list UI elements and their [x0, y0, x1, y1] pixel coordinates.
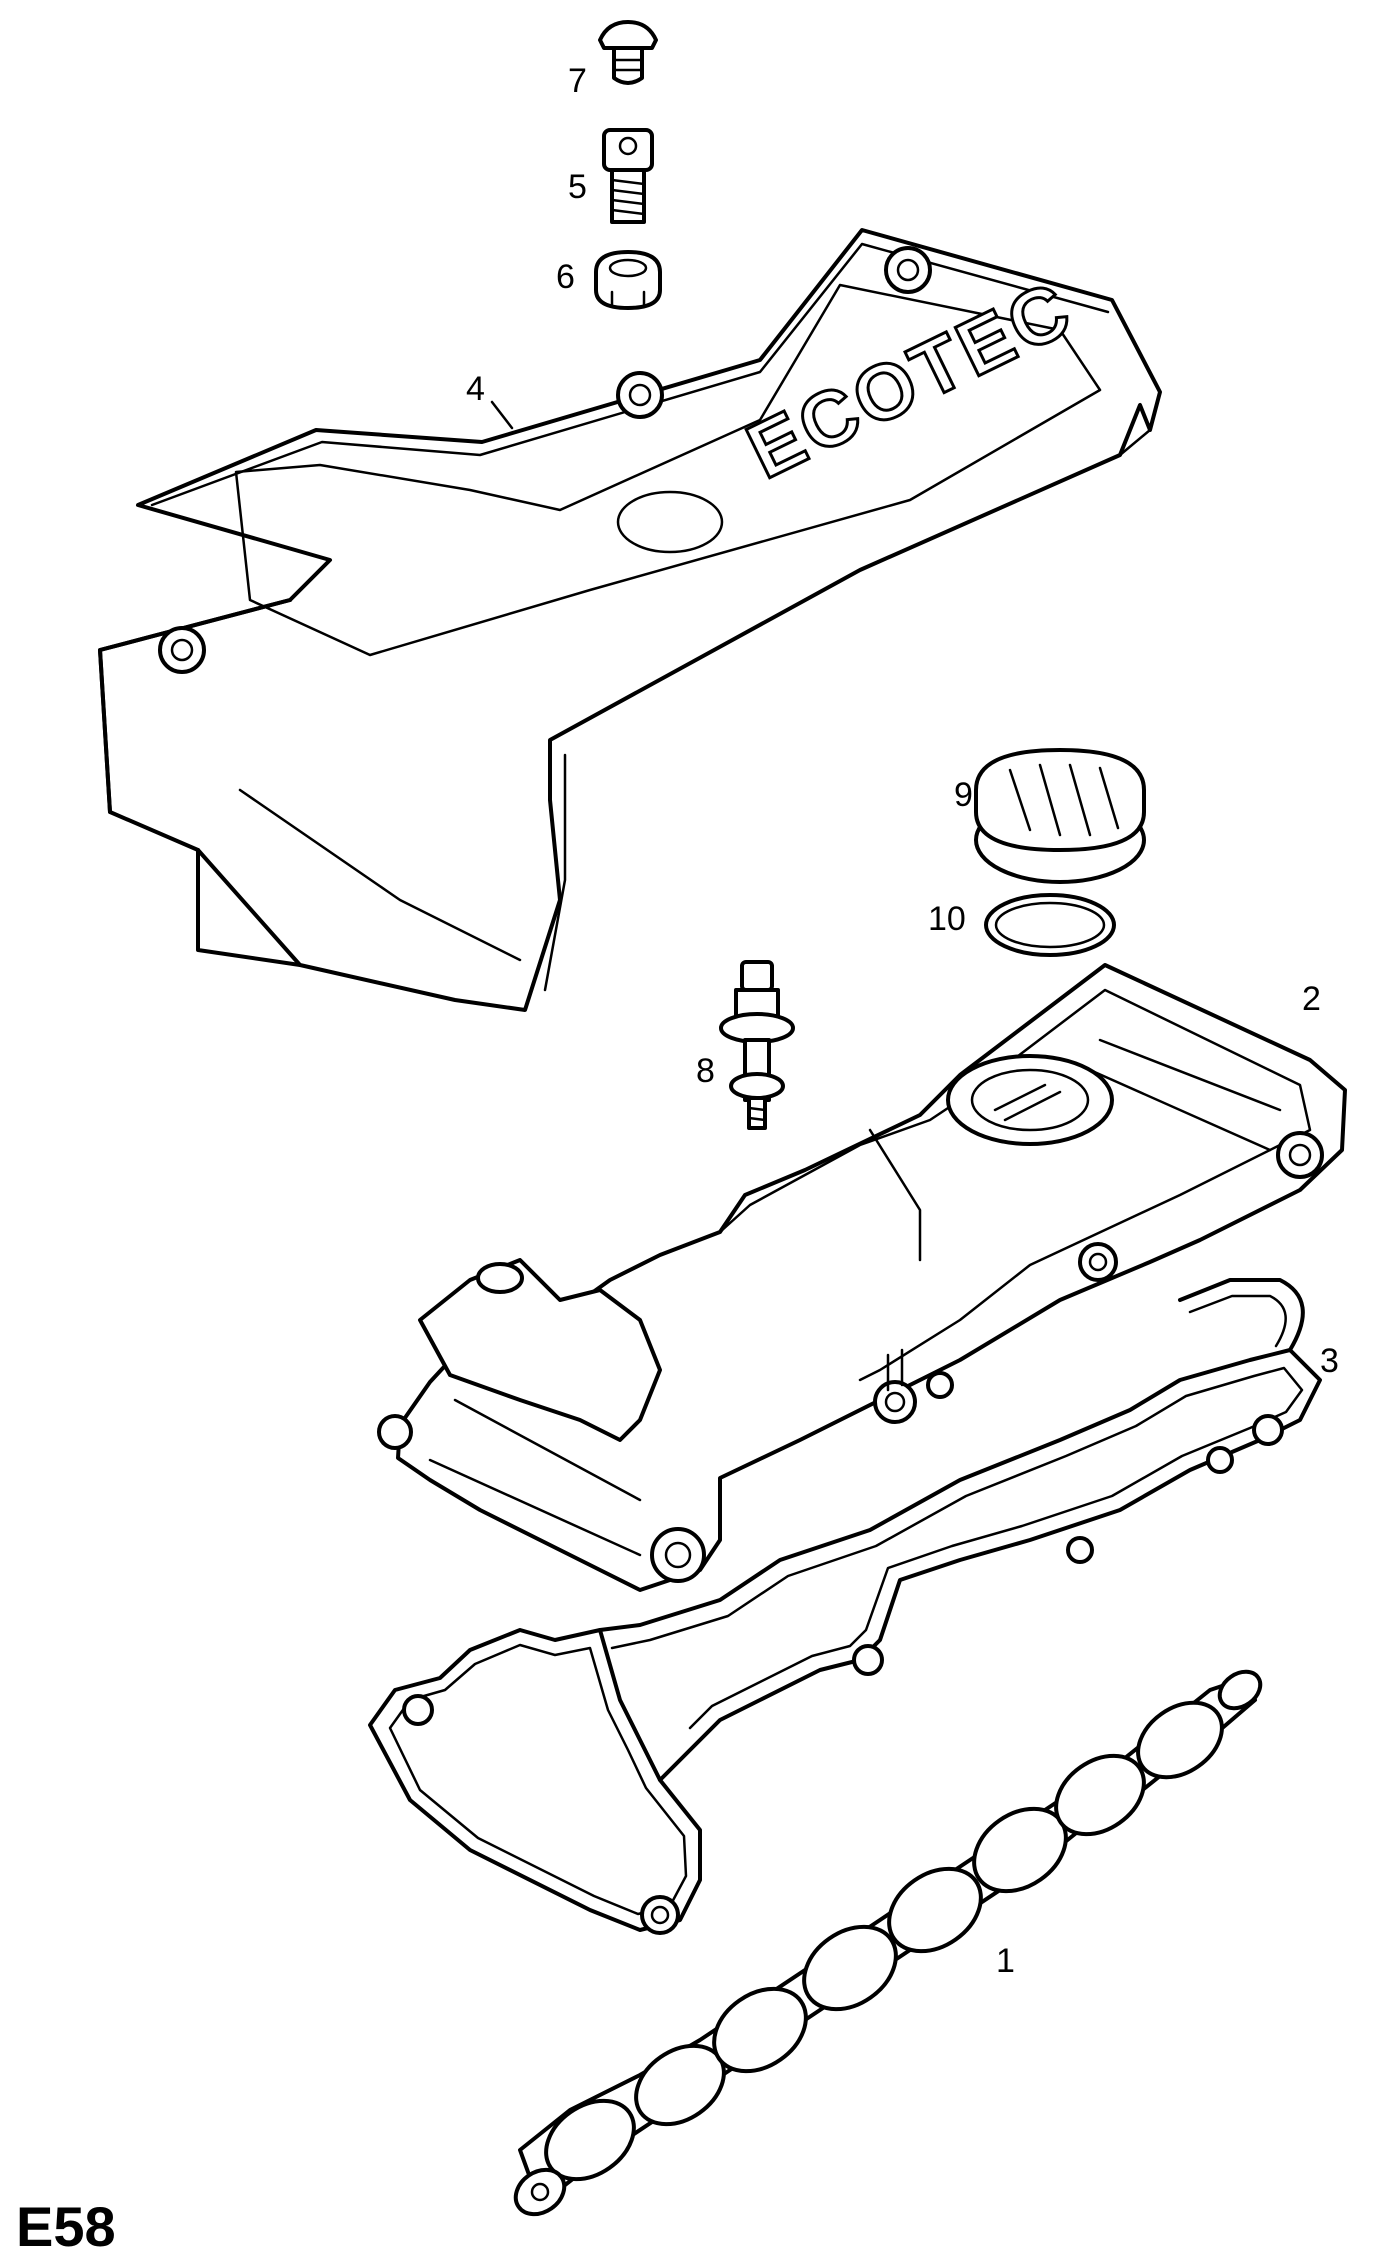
part-grommet [594, 250, 662, 310]
callout-10: 10 [928, 900, 966, 938]
callout-8: 8 [696, 1052, 715, 1090]
part-engine-cover [98, 228, 1162, 1012]
part-bolt [602, 128, 654, 224]
part-clip [598, 20, 658, 85]
part-o-ring [984, 893, 1116, 957]
part-valve-cover [377, 963, 1347, 1592]
callout-7: 7 [568, 62, 587, 100]
part-stud-bolt [719, 960, 795, 1130]
callout-2: 2 [1302, 980, 1321, 1018]
part-camshaft [513, 1669, 1263, 2217]
callout-3: 3 [1320, 1342, 1339, 1380]
diagram-code: E58 [16, 2195, 116, 2258]
part-oil-cap [974, 748, 1146, 884]
callout-4: 4 [466, 370, 485, 408]
leader-4 [490, 400, 514, 430]
callout-5: 5 [568, 168, 587, 206]
callout-9: 9 [954, 776, 973, 814]
callout-1: 1 [996, 1942, 1015, 1980]
callout-6: 6 [556, 258, 575, 296]
part-gasket [368, 1278, 1322, 1935]
